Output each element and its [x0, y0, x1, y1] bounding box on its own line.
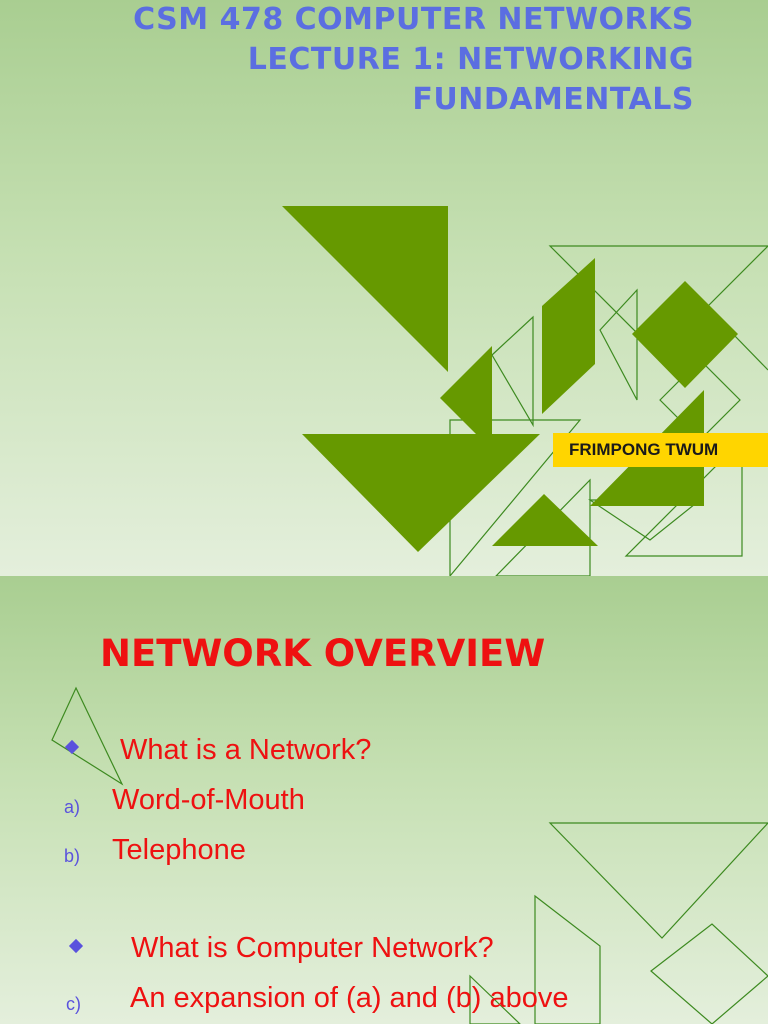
title-line-3: FUNDAMENTALS: [412, 82, 694, 117]
outline-triangle-top: [548, 245, 768, 356]
item-word-of-mouth: Word-of-Mouth: [112, 784, 305, 816]
title-line-2: LECTURE 1: NETWORKING: [247, 42, 694, 77]
filled-shapes: [282, 206, 738, 552]
big-triangle-bottom: [302, 434, 540, 552]
question-network: What is a Network?: [120, 734, 372, 766]
outline-triangle-top-2: [548, 822, 768, 939]
small-triangle-left: [440, 346, 492, 450]
overview-slide: NETWORK OVERVIEW What is a Network? a) W…: [0, 576, 768, 1024]
outline-triangle-bullet: [51, 686, 124, 786]
outline-shapes: [449, 245, 768, 576]
title-slide: CSM 478 COMPUTER NETWORKS LECTURE 1: NET…: [0, 0, 768, 576]
parallelogram: [542, 258, 595, 414]
author-name: FRIMPONG TWUM: [553, 433, 768, 467]
diamond-square: [632, 281, 738, 388]
outline-triangle-small-2: [469, 974, 521, 1024]
outline-diamond-2: [650, 923, 768, 1024]
tangram-decoration: [282, 206, 768, 576]
question-computer-network: What is Computer Network?: [131, 932, 494, 964]
outline-parallelogram-2: [534, 894, 601, 1024]
item-expansion: An expansion of (a) and (b) above: [130, 982, 569, 1014]
item-marker-a: a): [64, 797, 81, 817]
title-line-1: CSM 478 COMPUTER NETWORKS: [133, 2, 694, 37]
item-telephone: Telephone: [112, 834, 246, 866]
item-marker-b: b): [64, 846, 81, 866]
outline-triangle-mid: [599, 288, 638, 401]
slide-heading: NETWORK OVERVIEW: [100, 632, 546, 675]
item-marker-c: c): [66, 994, 81, 1014]
tangram-decoration-2: [51, 686, 768, 1024]
triangle-small-bottom: [492, 494, 598, 546]
outline-triangle-left: [491, 315, 534, 428]
big-triangle-top: [282, 206, 448, 372]
